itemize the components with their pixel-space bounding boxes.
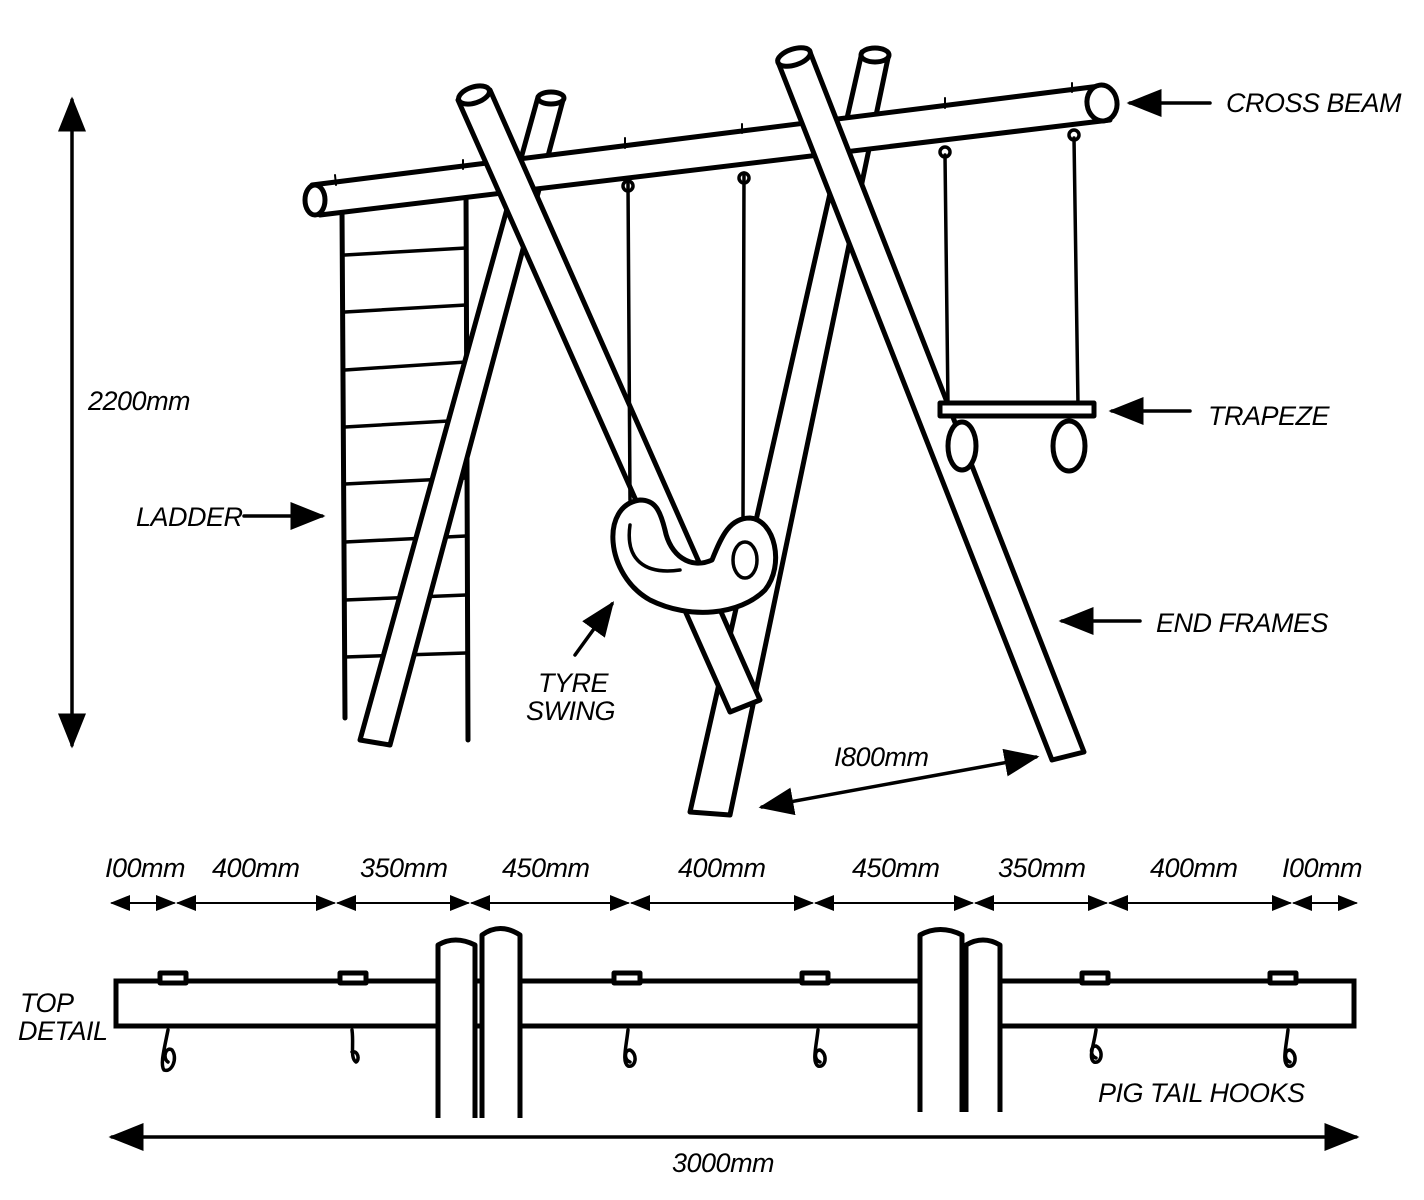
frame-spread-label: I800mm (834, 742, 929, 772)
beam-top-view (113, 978, 1357, 1029)
tyre-swing-seat (610, 497, 779, 615)
spacing-label: 400mm (678, 853, 766, 883)
spacing-label: 450mm (502, 853, 590, 883)
callouts: 2200mm CROSS BEAM TRAPEZE LADDER END FRA… (58, 88, 1403, 816)
cross-beam (302, 82, 1120, 218)
cross-beam-label: CROSS BEAM (1226, 88, 1402, 118)
spacing-label: I00mm (1282, 853, 1362, 883)
spacing-label: 400mm (212, 853, 300, 883)
end-frames-label: END FRAMES (1156, 608, 1329, 638)
tyre-swing-label-line1: TYRE (538, 668, 610, 698)
ladder (339, 187, 471, 743)
top-detail: I00mm 400mm 350mm 450mm 400mm 450mm 350m… (18, 853, 1363, 1178)
spacing-label: 350mm (360, 853, 448, 883)
end-frame-posts-right (917, 927, 1003, 1112)
swing-set-drawing (302, 45, 1120, 818)
overall-length-label: 3000mm (672, 1148, 774, 1178)
front-left-leg (455, 87, 763, 715)
trapeze (937, 128, 1097, 474)
pig-tail-hook-icons (160, 1028, 1297, 1073)
pig-tail-hooks-label: PIG TAIL HOOKS (1098, 1078, 1305, 1108)
spacing-label: 400mm (1150, 853, 1238, 883)
top-detail-label-line1: TOP (20, 988, 74, 1018)
spacing-label: I00mm (105, 853, 185, 883)
frame-spread-dimension-line (758, 748, 1040, 816)
height-label: 2200mm (87, 386, 190, 416)
end-frame-posts-left (435, 926, 523, 1118)
tyre-swing-pointer (573, 601, 615, 657)
spacing-label: 450mm (852, 853, 940, 883)
trapeze-label: TRAPEZE (1208, 401, 1331, 431)
spacing-label: 350mm (998, 853, 1086, 883)
ladder-label: LADDER (136, 502, 243, 532)
tyre-swing-label-line2: SWING (526, 696, 615, 726)
hook-plates (157, 970, 1299, 986)
top-detail-label-line2: DETAIL (18, 1016, 108, 1046)
